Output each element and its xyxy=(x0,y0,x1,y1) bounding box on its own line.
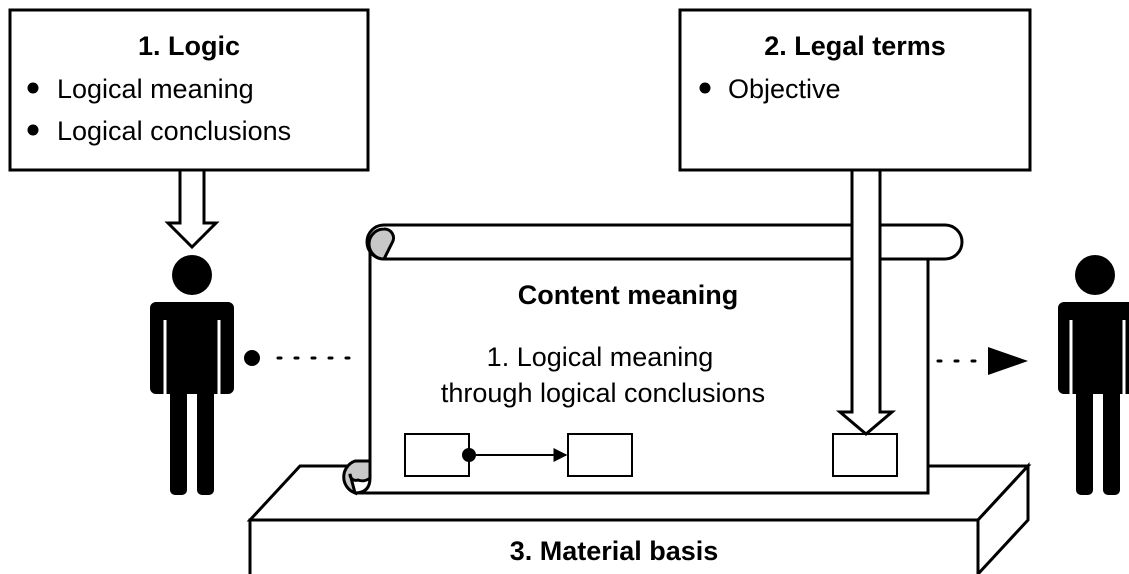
scroll-text-line1: 1. Logical meaning xyxy=(487,342,714,372)
premise-dot xyxy=(462,448,476,462)
legal-box-frame xyxy=(678,8,1032,172)
logic-bullet-2: Logical conclusions xyxy=(57,116,291,146)
slab-front-face xyxy=(248,518,980,574)
person-right-icon xyxy=(1058,255,1129,495)
legal-bullet-1: Objective xyxy=(728,74,841,104)
bullet-icon xyxy=(27,124,39,136)
scroll-heading: Content meaning xyxy=(518,280,739,310)
content-scroll: Content meaning 1. Logical meaning throu… xyxy=(342,223,964,496)
legal-box: 2. Legal terms Objective xyxy=(678,8,1032,172)
legal-box-title: 2. Legal terms xyxy=(764,31,946,61)
legal-down-arrow xyxy=(835,168,897,436)
scroll-bottom-curl xyxy=(342,459,372,496)
scroll-text-line2: through logical conclusions xyxy=(441,378,765,408)
logic-box-frame xyxy=(8,8,370,172)
scroll-top-roll xyxy=(365,223,964,261)
legal-term-box xyxy=(832,433,898,477)
logic-bullet-1: Logical meaning xyxy=(57,74,254,104)
sender-dot xyxy=(244,350,260,366)
logic-box-title: 1. Logic xyxy=(138,31,240,61)
bullet-icon xyxy=(699,82,711,94)
bullet-icon xyxy=(27,82,39,94)
logic-box: 1. Logic Logical meaning Logical conclus… xyxy=(8,8,370,172)
person-left-icon xyxy=(150,255,234,495)
material-basis-label: 3. Material basis xyxy=(510,536,719,566)
conclusion-box xyxy=(567,433,633,477)
receiver-arrowhead xyxy=(988,347,1028,375)
logic-down-arrow xyxy=(164,168,220,250)
premise-box xyxy=(404,433,470,477)
scroll-top-curl xyxy=(367,227,396,261)
